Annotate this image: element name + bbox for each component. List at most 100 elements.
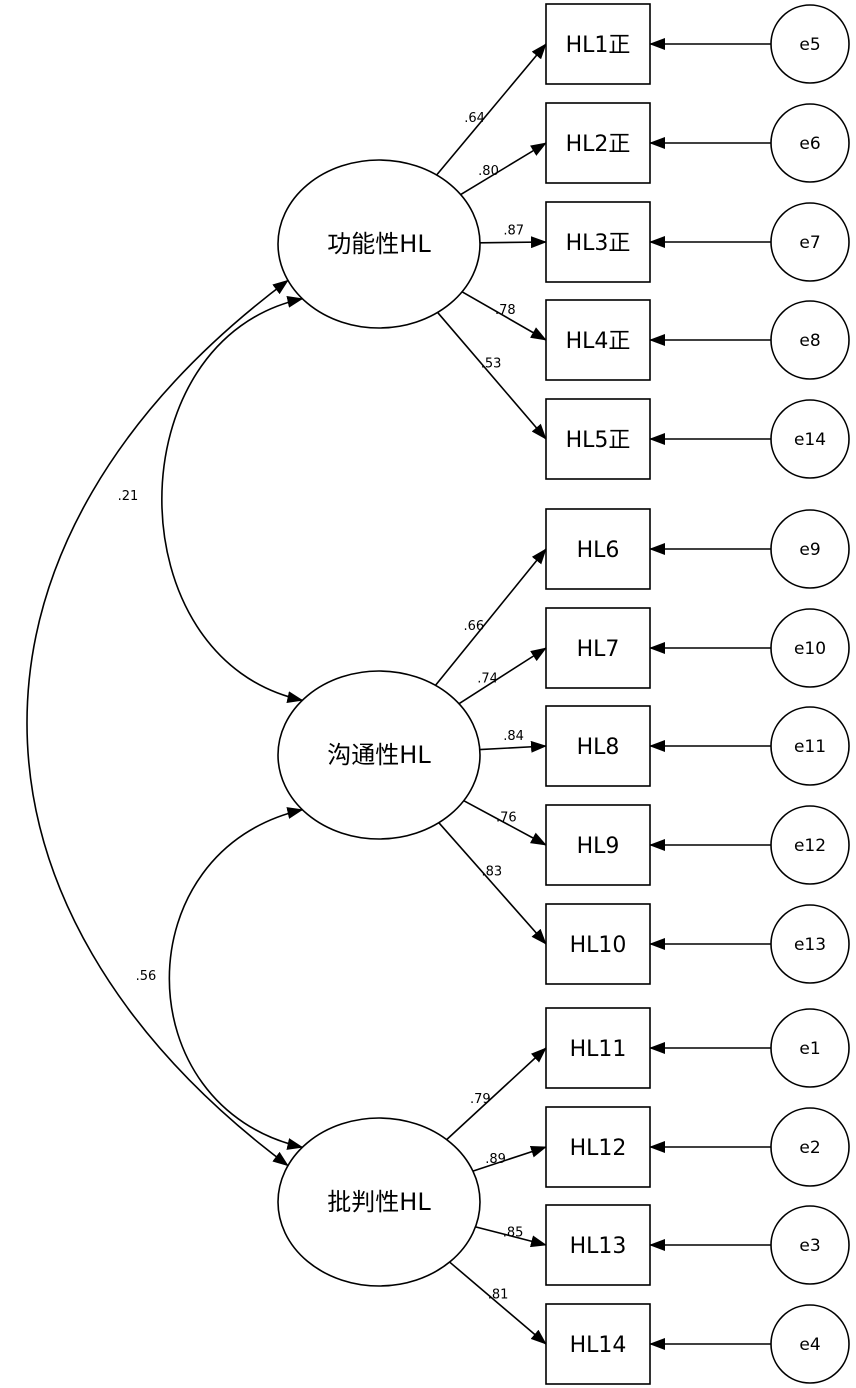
node-layer [277, 3, 850, 1385]
error-circle [770, 202, 850, 282]
loading-path [446, 1047, 547, 1141]
indicator-box [545, 1303, 651, 1385]
loading-path [434, 548, 547, 686]
indicator-label: HL12 [570, 1136, 627, 1161]
loading-path [475, 1226, 547, 1248]
indicator-box [545, 903, 651, 985]
indicator-box [545, 201, 651, 283]
loading-value: .81 [488, 1287, 509, 1302]
loading-path [438, 822, 547, 945]
error-circle [770, 904, 850, 984]
covariance-value: .56 [136, 969, 157, 984]
error-label: e6 [799, 134, 820, 154]
indicator-label: HL4正 [566, 329, 631, 354]
covariance-value: .21 [118, 489, 139, 504]
loading-value: .79 [470, 1092, 491, 1107]
error-label: e3 [799, 1236, 820, 1256]
error-label: e10 [794, 639, 826, 659]
error-label: e4 [799, 1335, 820, 1355]
loading-path [449, 1261, 547, 1345]
loading-path [458, 647, 547, 705]
indicator-box [545, 508, 651, 590]
indicator-box [545, 102, 651, 184]
error-label: e11 [794, 737, 826, 757]
path-layer [434, 38, 771, 1350]
loading-value: .66 [464, 619, 485, 634]
loading-value: .80 [478, 164, 499, 179]
indicator-label: HL13 [570, 1234, 627, 1259]
error-label: e9 [799, 540, 820, 560]
indicator-label: HL7 [577, 637, 620, 662]
error-label: e12 [794, 836, 826, 856]
indicator-label: HL2正 [566, 132, 631, 157]
error-label: e1 [799, 1039, 820, 1059]
indicator-box [545, 3, 651, 85]
loading-path [461, 291, 547, 341]
loading-path [479, 236, 547, 249]
error-circle [770, 805, 850, 885]
loading-value: .64 [464, 111, 485, 126]
indicator-label: HL6 [577, 538, 620, 563]
error-circle [770, 1008, 850, 1088]
error-circle [770, 706, 850, 786]
factor-label: 批判性HL [327, 1188, 431, 1216]
error-circle [770, 1107, 850, 1187]
factor-label: 沟通性HL [327, 741, 431, 769]
error-label: e13 [794, 935, 826, 955]
indicator-box [545, 804, 651, 886]
loading-value: .78 [495, 303, 516, 318]
error-circle [770, 608, 850, 688]
error-circle [770, 1304, 850, 1384]
loading-value: .53 [481, 357, 502, 372]
indicator-box [545, 1007, 651, 1089]
indicator-box [545, 1106, 651, 1188]
error-circle [770, 103, 850, 183]
indicator-label: HL11 [570, 1037, 627, 1062]
indicator-box [545, 607, 651, 689]
indicator-box [545, 705, 651, 787]
loading-path [463, 799, 547, 846]
factor-ellipse [277, 159, 481, 329]
indicator-label: HL5正 [566, 428, 631, 453]
covariance-layer [26, 279, 304, 1167]
loading-value: .84 [503, 729, 524, 744]
indicator-box [545, 299, 651, 381]
error-label: e7 [799, 233, 820, 253]
loading-path [436, 311, 547, 440]
indicator-label: HL1正 [566, 33, 631, 58]
loading-value: .85 [503, 1225, 524, 1240]
loading-path [435, 43, 547, 176]
error-circle [770, 300, 850, 380]
loading-value: .76 [496, 810, 517, 825]
error-label: e14 [794, 430, 826, 450]
loading-value: .87 [503, 223, 524, 238]
error-circle [770, 4, 850, 84]
loading-path [460, 142, 547, 196]
error-label: e5 [799, 35, 820, 55]
loading-path [479, 740, 547, 753]
loading-path [472, 1145, 547, 1172]
indicator-label: HL8 [577, 735, 620, 760]
covariance-curve [168, 807, 304, 1150]
error-circle [770, 1205, 850, 1285]
factor-ellipse [277, 1117, 481, 1287]
covariance-curve [26, 279, 289, 1167]
error-label: e8 [799, 331, 820, 351]
loading-value: .74 [477, 671, 498, 686]
indicator-box [545, 398, 651, 480]
covariance-curve [161, 296, 304, 703]
factor-label: 功能性HL [327, 230, 431, 258]
factor-ellipse [277, 670, 481, 840]
indicator-label: HL10 [570, 933, 627, 958]
indicator-label: HL9 [577, 834, 620, 859]
loading-value: .89 [485, 1152, 506, 1167]
indicator-label: HL14 [570, 1333, 627, 1358]
indicator-label: HL3正 [566, 231, 631, 256]
error-circle [770, 509, 850, 589]
loading-value: .83 [481, 865, 502, 880]
error-circle [770, 399, 850, 479]
error-label: e2 [799, 1138, 820, 1158]
indicator-box [545, 1204, 651, 1286]
